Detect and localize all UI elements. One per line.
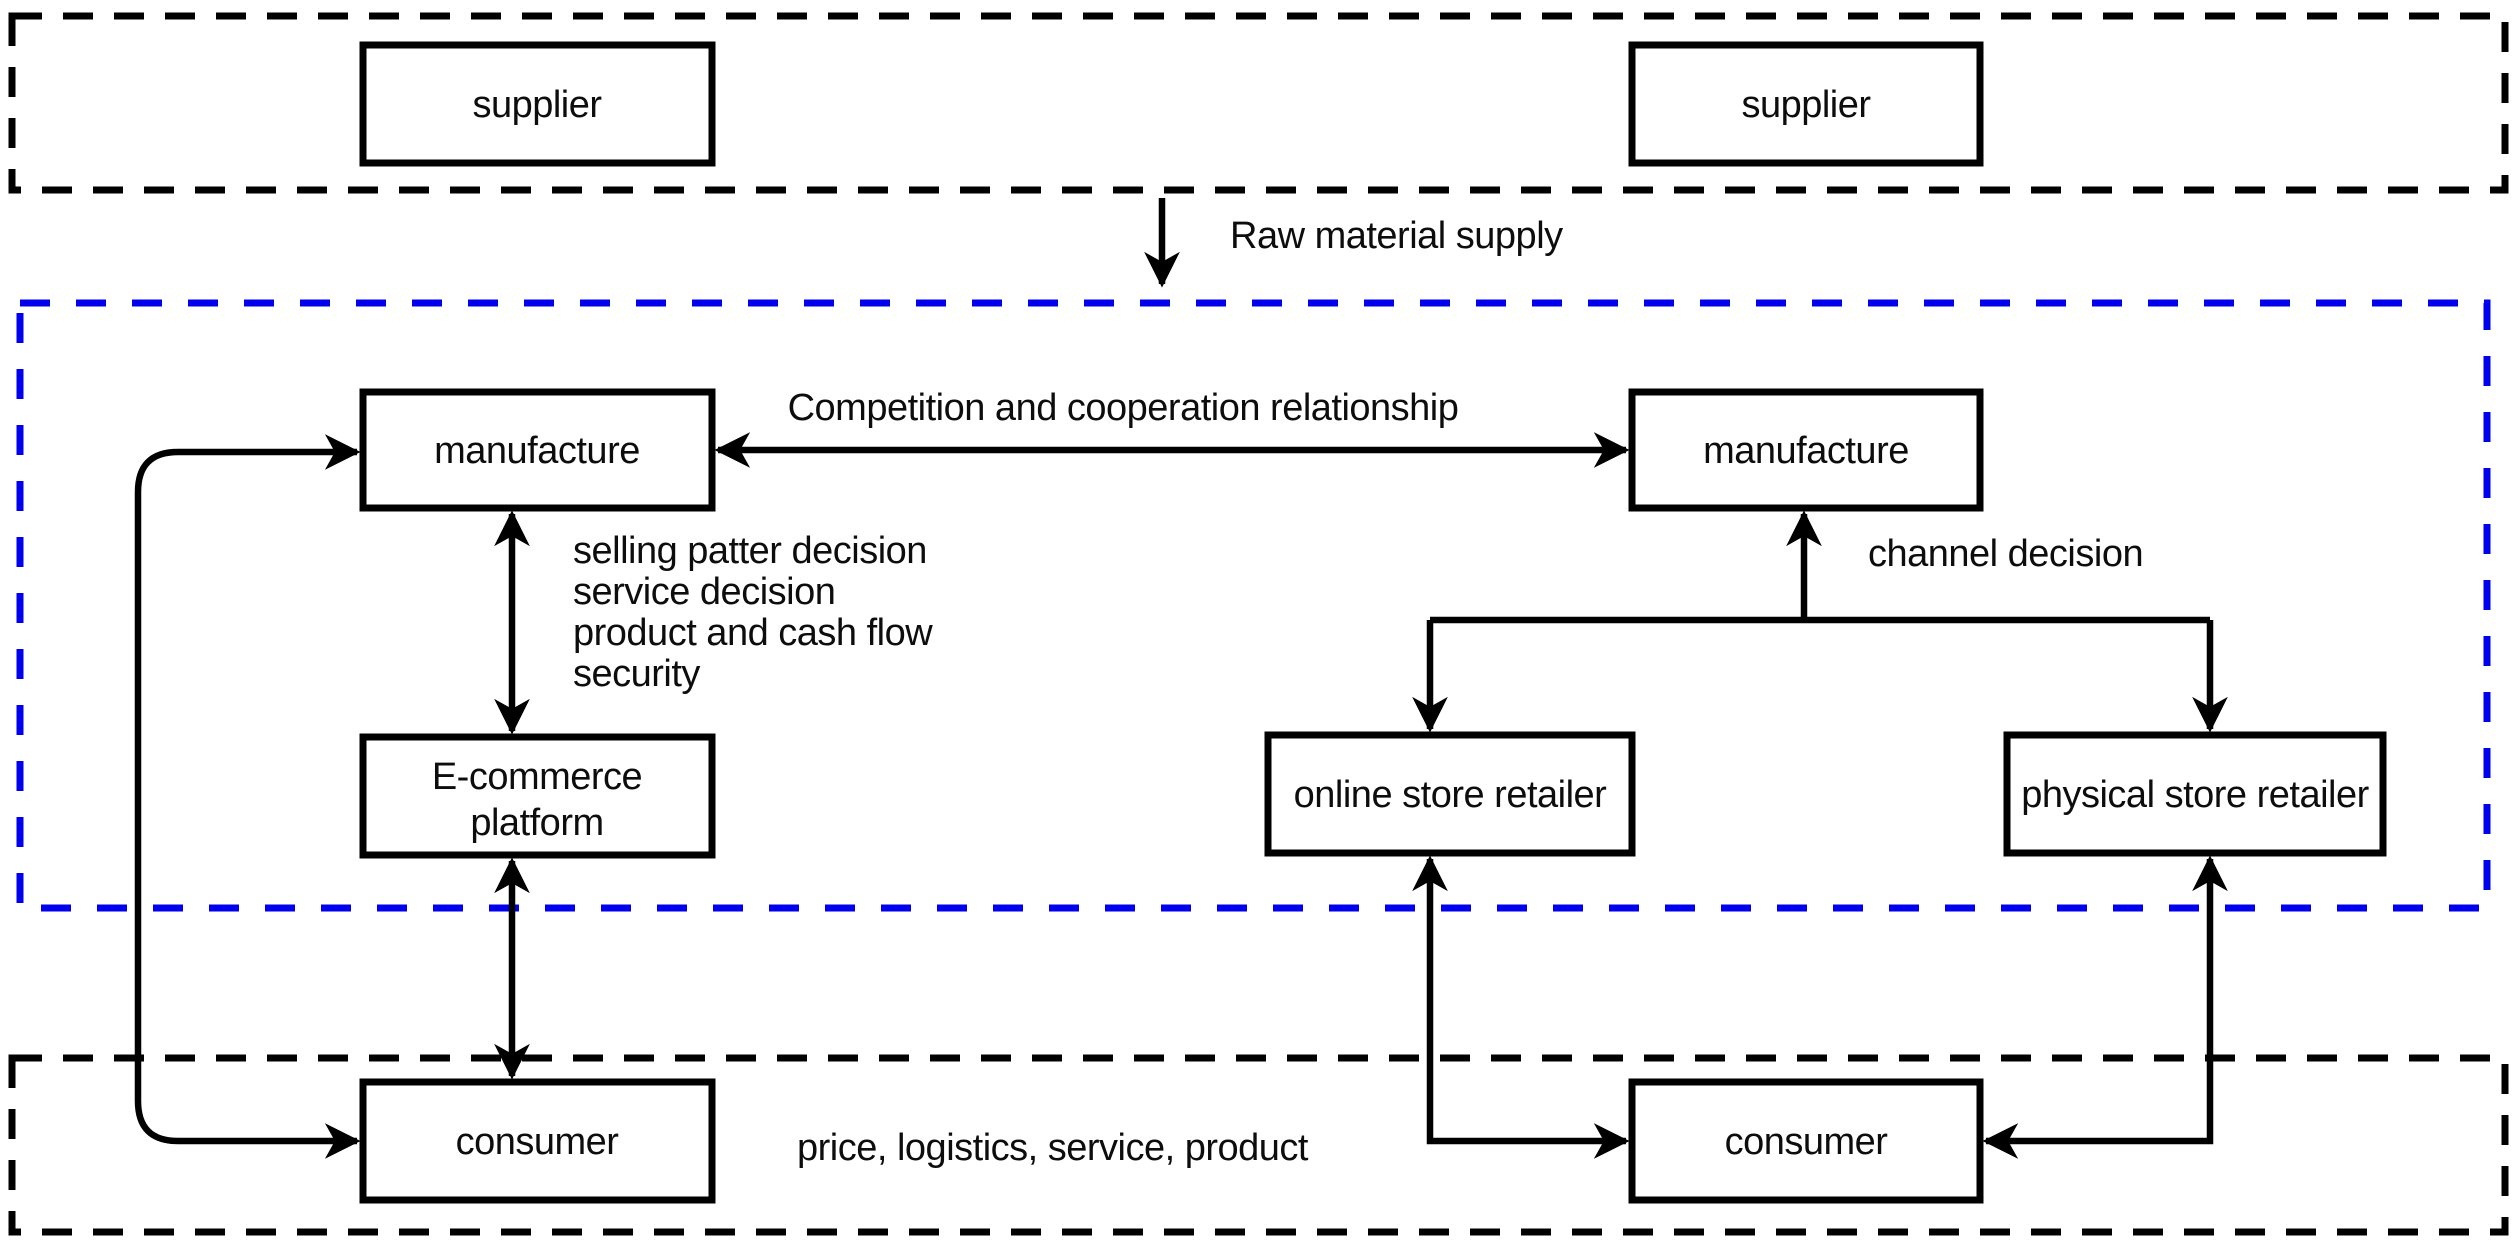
supplier-left-label: supplier (472, 84, 602, 126)
selling-decision-label-line4: security (573, 653, 700, 695)
consumer-right-box (1628, 1078, 1984, 1204)
selling-decision-label-line2: service decision (573, 571, 835, 613)
consumer-zone-border (8, 1054, 2509, 1236)
supplier-right-box (1628, 41, 1984, 167)
online-store-retailer-label: online store retailer (1294, 774, 1608, 816)
consumer-manufacture-loop-arrow (134, 434, 361, 1159)
competition-cooperation-label: Competition and cooperation relationship (788, 387, 1459, 429)
physical-store-retailer-label: physical store retailer (2021, 774, 2369, 816)
selling-decision-label-line3: product and cash flow (573, 612, 933, 654)
manufacture-left-box (359, 388, 716, 512)
consumer-left-label: consumer (456, 1121, 620, 1163)
ecommerce-platform-label-line1: E-commerce (432, 756, 642, 798)
supplier-left-box (359, 41, 716, 167)
consumer-left-box (359, 1078, 716, 1204)
online-store-retailer-box (1264, 731, 1636, 857)
manufacture-right-box (1628, 388, 1984, 512)
raw-material-supply-label: Raw material supply (1230, 215, 1563, 257)
manufacture-right-label: manufacture (1703, 430, 1909, 472)
consumer-physical-retailer-arrow (1982, 855, 2228, 1159)
consumer-online-retailer-arrow (1412, 855, 1630, 1159)
consumer-right-label: consumer (1725, 1121, 1889, 1163)
channel-decision-label: channel decision (1868, 533, 2143, 575)
consumer-factors-label: price, logistics, service, product (797, 1127, 1309, 1169)
selling-decision-label-line1: selling patter decision (573, 530, 927, 572)
manufacture-left-label: manufacture (434, 430, 640, 472)
ecommerce-platform-label-line2: platform (470, 802, 603, 844)
supplier-zone-border (8, 12, 2509, 194)
ecommerce-platform-box (359, 733, 716, 859)
physical-store-retailer-box (2003, 731, 2387, 857)
supplier-right-label: supplier (1741, 84, 1871, 126)
midstream-zone-border (16, 299, 2491, 912)
